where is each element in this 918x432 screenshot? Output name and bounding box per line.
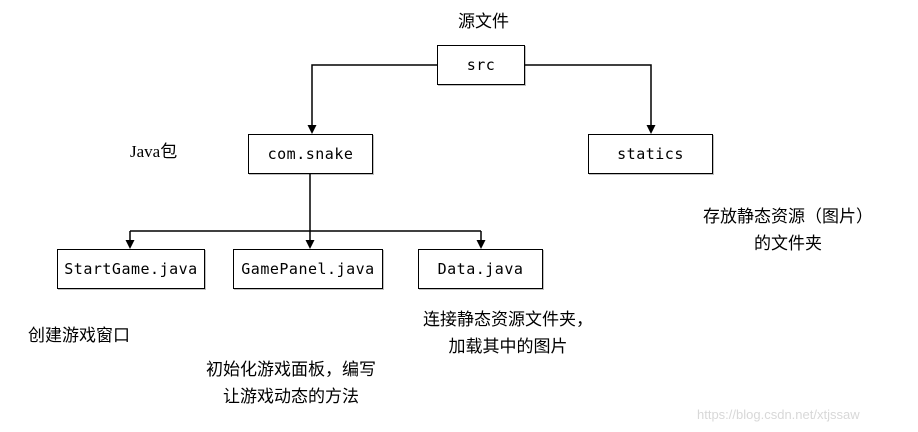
note-data-line1: 连接静态资源文件夹， [423,310,593,329]
node-startgame-java: StartGame.java [57,249,205,289]
edge-src-statics [525,64,652,126]
label-java-package: Java包 [130,142,178,161]
note-data: 连接静态资源文件夹， 加载其中的图片 [400,306,616,360]
node-src: src [437,45,525,85]
note-data-line2: 加载其中的图片 [448,337,568,357]
node-statics: statics [588,134,713,174]
note-statics: 存放静态资源（图片） 的文件夹 [688,203,888,257]
note-statics-line2: 的文件夹 [754,234,822,254]
note-gamepanel-line2: 让游戏动态的方法 [223,387,359,407]
arrowhead-gamepanel [305,240,315,249]
note-gamepanel: 初始化游戏面板，编写 让游戏动态的方法 [172,356,410,410]
note-gamepanel-line1: 初始化游戏面板，编写 [206,360,376,379]
watermark-url: https://blog.csdn.net/xtjssaw [697,407,860,422]
node-data-java: Data.java [418,249,543,289]
note-startgame: 创建游戏窗口 [28,326,130,345]
arrowhead-startgame [125,240,135,249]
arrowhead-statics [646,125,656,134]
node-com-snake: com.snake [248,134,373,174]
node-gamepanel-java: GamePanel.java [233,249,383,289]
note-statics-line1: 存放静态资源（图片） [703,207,873,226]
edge-src-comsnake [311,64,437,126]
arrowhead-data [476,240,486,249]
arrowhead-comsnake [307,125,317,134]
label-source-file: 源文件 [458,12,509,31]
